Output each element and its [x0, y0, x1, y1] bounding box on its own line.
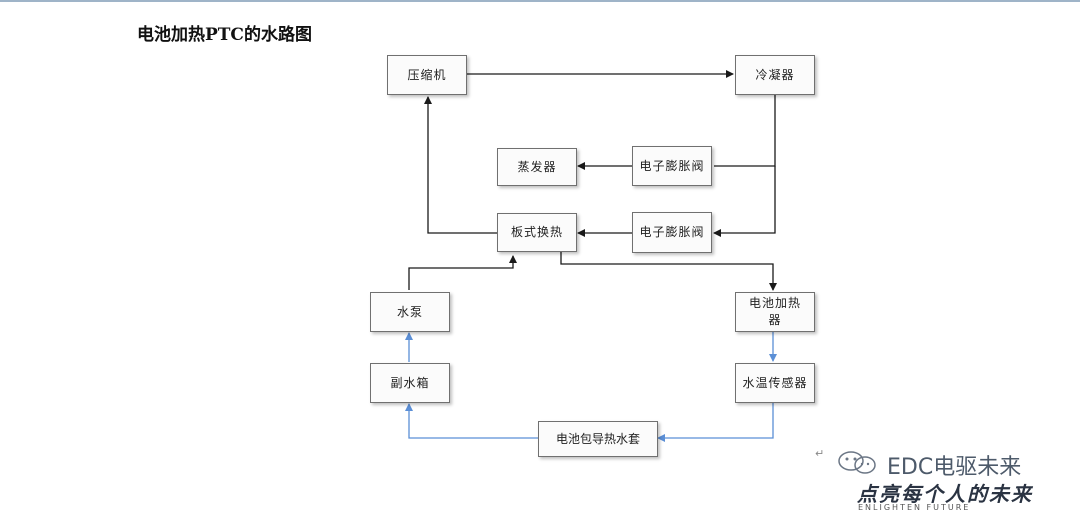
node-label: 压缩机 — [407, 67, 447, 82]
node-aux-tank: 副水箱 — [370, 363, 450, 403]
watermark-slogan: 点亮每个人的未来 — [857, 482, 1033, 506]
node-label: 水温传感器 — [742, 375, 808, 390]
node-label: 电子膨胀阀 — [639, 158, 705, 173]
node-label: 电池加热器 — [748, 296, 801, 327]
edge-sensor-jacket — [657, 403, 774, 442]
watermark-name: EDC电驱未来 — [887, 455, 1022, 480]
node-plate-heat-exchanger: 板式换热 — [497, 213, 577, 252]
page-title: 电池加热PTC的水路图 — [137, 25, 312, 45]
node-water-pump: 水泵 — [370, 292, 450, 332]
top-divider — [0, 0, 1080, 2]
node-label: 板式换热 — [510, 225, 563, 239]
node-label: 电池包导热水套 — [555, 431, 640, 446]
edge-platehx-compressor — [424, 96, 497, 234]
edge-platehx-heater — [560, 252, 777, 291]
watermark-subtitle: ENLIGHTEN FUTURE — [858, 503, 971, 512]
return-mark: ↵ — [815, 447, 825, 460]
node-label: 冷凝器 — [755, 67, 795, 82]
node-label: 蒸发器 — [517, 159, 557, 174]
node-exv2: 电子膨胀阀 — [632, 212, 712, 253]
node-battery-heater: 电池加热器 — [735, 292, 815, 332]
node-battery-jacket: 电池包导热水套 — [538, 421, 658, 457]
node-exv1: 电子膨胀阀 — [632, 146, 712, 186]
node-evaporator: 蒸发器 — [497, 148, 577, 186]
node-condenser: 冷凝器 — [735, 55, 815, 95]
node-label: 副水箱 — [390, 375, 430, 390]
node-water-temp-sensor: 水温传感器 — [735, 363, 815, 403]
node-label: 电子膨胀阀 — [639, 225, 705, 239]
edge-pump-platehx — [408, 255, 517, 290]
node-label: 水泵 — [396, 304, 423, 319]
edge-condenser-exv1 — [714, 95, 776, 167]
edge-jacket-auxtank — [405, 403, 538, 439]
edge-condenser-exv2 — [713, 166, 776, 237]
wechat-icon — [838, 451, 876, 474]
node-compressor: 压缩机 — [387, 55, 467, 95]
